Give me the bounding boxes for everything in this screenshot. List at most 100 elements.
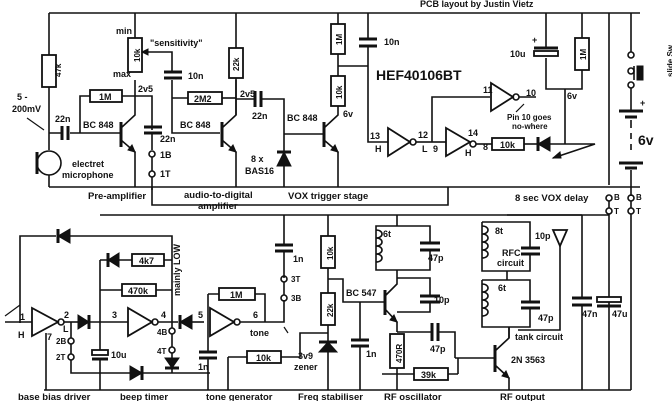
label-tank-circuit: tank circuit: [515, 332, 563, 342]
label-sensitivity: "sensitivity": [150, 38, 203, 48]
label-47p-c: 47p: [538, 313, 554, 323]
section-label-rf-osc: RF oscillator: [384, 392, 442, 401]
label-10k-tone: 10k: [256, 353, 272, 363]
label-pot-max: max: [113, 69, 131, 79]
schmitt-inverter-3-4: [127, 306, 154, 338]
label-pin13: 13: [370, 131, 380, 141]
label-8t: 8t: [495, 226, 503, 236]
pad-2b: [67, 337, 75, 345]
label-10p-b: 10p: [535, 231, 551, 241]
label-q1: BC 848: [83, 120, 114, 130]
label-22n-a: 22n: [160, 134, 176, 144]
label-rfc: RFC: [502, 248, 521, 258]
resistor-4k7: [131, 253, 165, 267]
label-10k-stab: 10k: [326, 246, 335, 260]
ic-label: HEF40106BT: [376, 67, 462, 83]
label-10n-b: 10n: [384, 37, 400, 47]
section-label-vox-trigger: VOX trigger stage: [288, 191, 368, 202]
capacitor-47n: [572, 296, 592, 307]
label-6t-a: 6t: [383, 229, 391, 239]
label-3v9: 3v9: [298, 351, 313, 361]
label-2b: 2B: [56, 337, 66, 346]
inductor-8t: [481, 225, 489, 259]
label-10u-beep: 10u: [111, 350, 127, 360]
label-1m-vox: 1M: [335, 34, 344, 45]
label-1n-a: 1n: [293, 254, 304, 264]
label-slide-sw: slide Sw: [666, 44, 672, 77]
label-pad-b2: B: [636, 193, 642, 202]
label-3t: 3T: [291, 275, 300, 284]
diode-4k7: [107, 252, 120, 268]
resistor-1m-delay: [574, 37, 590, 71]
label-q2: BC 848: [180, 120, 211, 130]
label-pot-10k: 10k: [133, 48, 142, 62]
label-pad-t1: T: [614, 207, 619, 216]
label-pin10-note-2: no-where: [512, 122, 548, 131]
label-8x: 8 x: [251, 154, 264, 164]
label-3b: 3B: [291, 294, 301, 303]
slide-switch[interactable]: [636, 65, 644, 81]
label-470k: 470k: [128, 286, 149, 296]
label-4k7: 4k7: [139, 256, 154, 266]
schmitt-inverter-1-2: [31, 306, 60, 338]
label-39k: 39k: [421, 370, 437, 380]
section-label-rf-out: RF output: [500, 392, 546, 401]
label-pin6: 6: [253, 310, 258, 320]
inductor-6t-b: [481, 283, 489, 317]
label-47n: 47n: [582, 309, 598, 319]
label-bas16: BAS16: [245, 166, 274, 176]
label-4t: 4T: [157, 347, 166, 356]
label-microphone: microphone: [62, 170, 114, 180]
section-label-a2d-2: amplifier: [198, 201, 238, 212]
label-1m-pre: 1M: [99, 92, 112, 102]
capacitor-10n-b: [359, 37, 377, 48]
capacitor-1n-tone: [199, 350, 217, 360]
label-2v5-b: 2v5: [240, 89, 255, 99]
label-pin10: 10: [526, 88, 536, 98]
diode-bas16: [276, 150, 292, 167]
label-470r: 470R: [395, 344, 404, 363]
diode-bias: [77, 314, 90, 330]
resistor-470k: [121, 283, 157, 297]
schmitt-inverter-11-10: [490, 81, 515, 113]
label-pad-t2: T: [636, 207, 641, 216]
label-pin10-note: Pin 10 goes: [507, 113, 552, 122]
label-22k-a: 22k: [232, 57, 241, 71]
label-pin12: 12: [418, 130, 428, 140]
section-label-preamp: Pre-amplifier: [88, 191, 146, 202]
label-q4: BC 547: [346, 288, 377, 298]
label-1b: 1B: [160, 150, 172, 160]
label-1m-tone: 1M: [230, 290, 243, 300]
label-22k-stab: 22k: [326, 303, 335, 317]
pad-t2: [627, 207, 635, 215]
label-47u: 47u: [612, 309, 628, 319]
label-pin11: 11: [483, 85, 493, 95]
label-input-level-2: 200mV: [12, 104, 41, 114]
diode-delay: [537, 136, 551, 152]
capacitor-47p-a: [420, 241, 440, 252]
label-1n-b: 1n: [366, 349, 377, 359]
label-q3: BC 848: [287, 113, 318, 123]
label-47k: 47k: [54, 63, 63, 77]
label-4b: 4B: [157, 328, 167, 337]
section-divider: [151, 187, 449, 206]
label-47p-a: 47p: [428, 253, 444, 263]
pad-b1: [605, 194, 613, 202]
label-cap-plus: +: [532, 35, 537, 45]
microphone-icon: [36, 150, 62, 176]
antenna-icon: [551, 229, 569, 249]
diagram-title: PCB layout by Justin Vietz: [420, 0, 534, 9]
pad-1b: [148, 150, 156, 158]
capacitor-10p-b: [521, 246, 540, 256]
label-2v5-a: 2v5: [138, 84, 153, 94]
label-l2: L: [63, 324, 69, 334]
label-electret: electret: [72, 159, 104, 169]
label-6t-b: 6t: [498, 283, 506, 293]
pad-t1: [605, 207, 613, 215]
label-1n-tone: 1n: [198, 362, 209, 372]
section-label-vox-delay: 8 sec VOX delay: [515, 193, 589, 204]
label-l1: L: [422, 144, 428, 154]
resistor-1m-tone: [218, 287, 256, 301]
inductor-6t-a: [375, 229, 383, 263]
